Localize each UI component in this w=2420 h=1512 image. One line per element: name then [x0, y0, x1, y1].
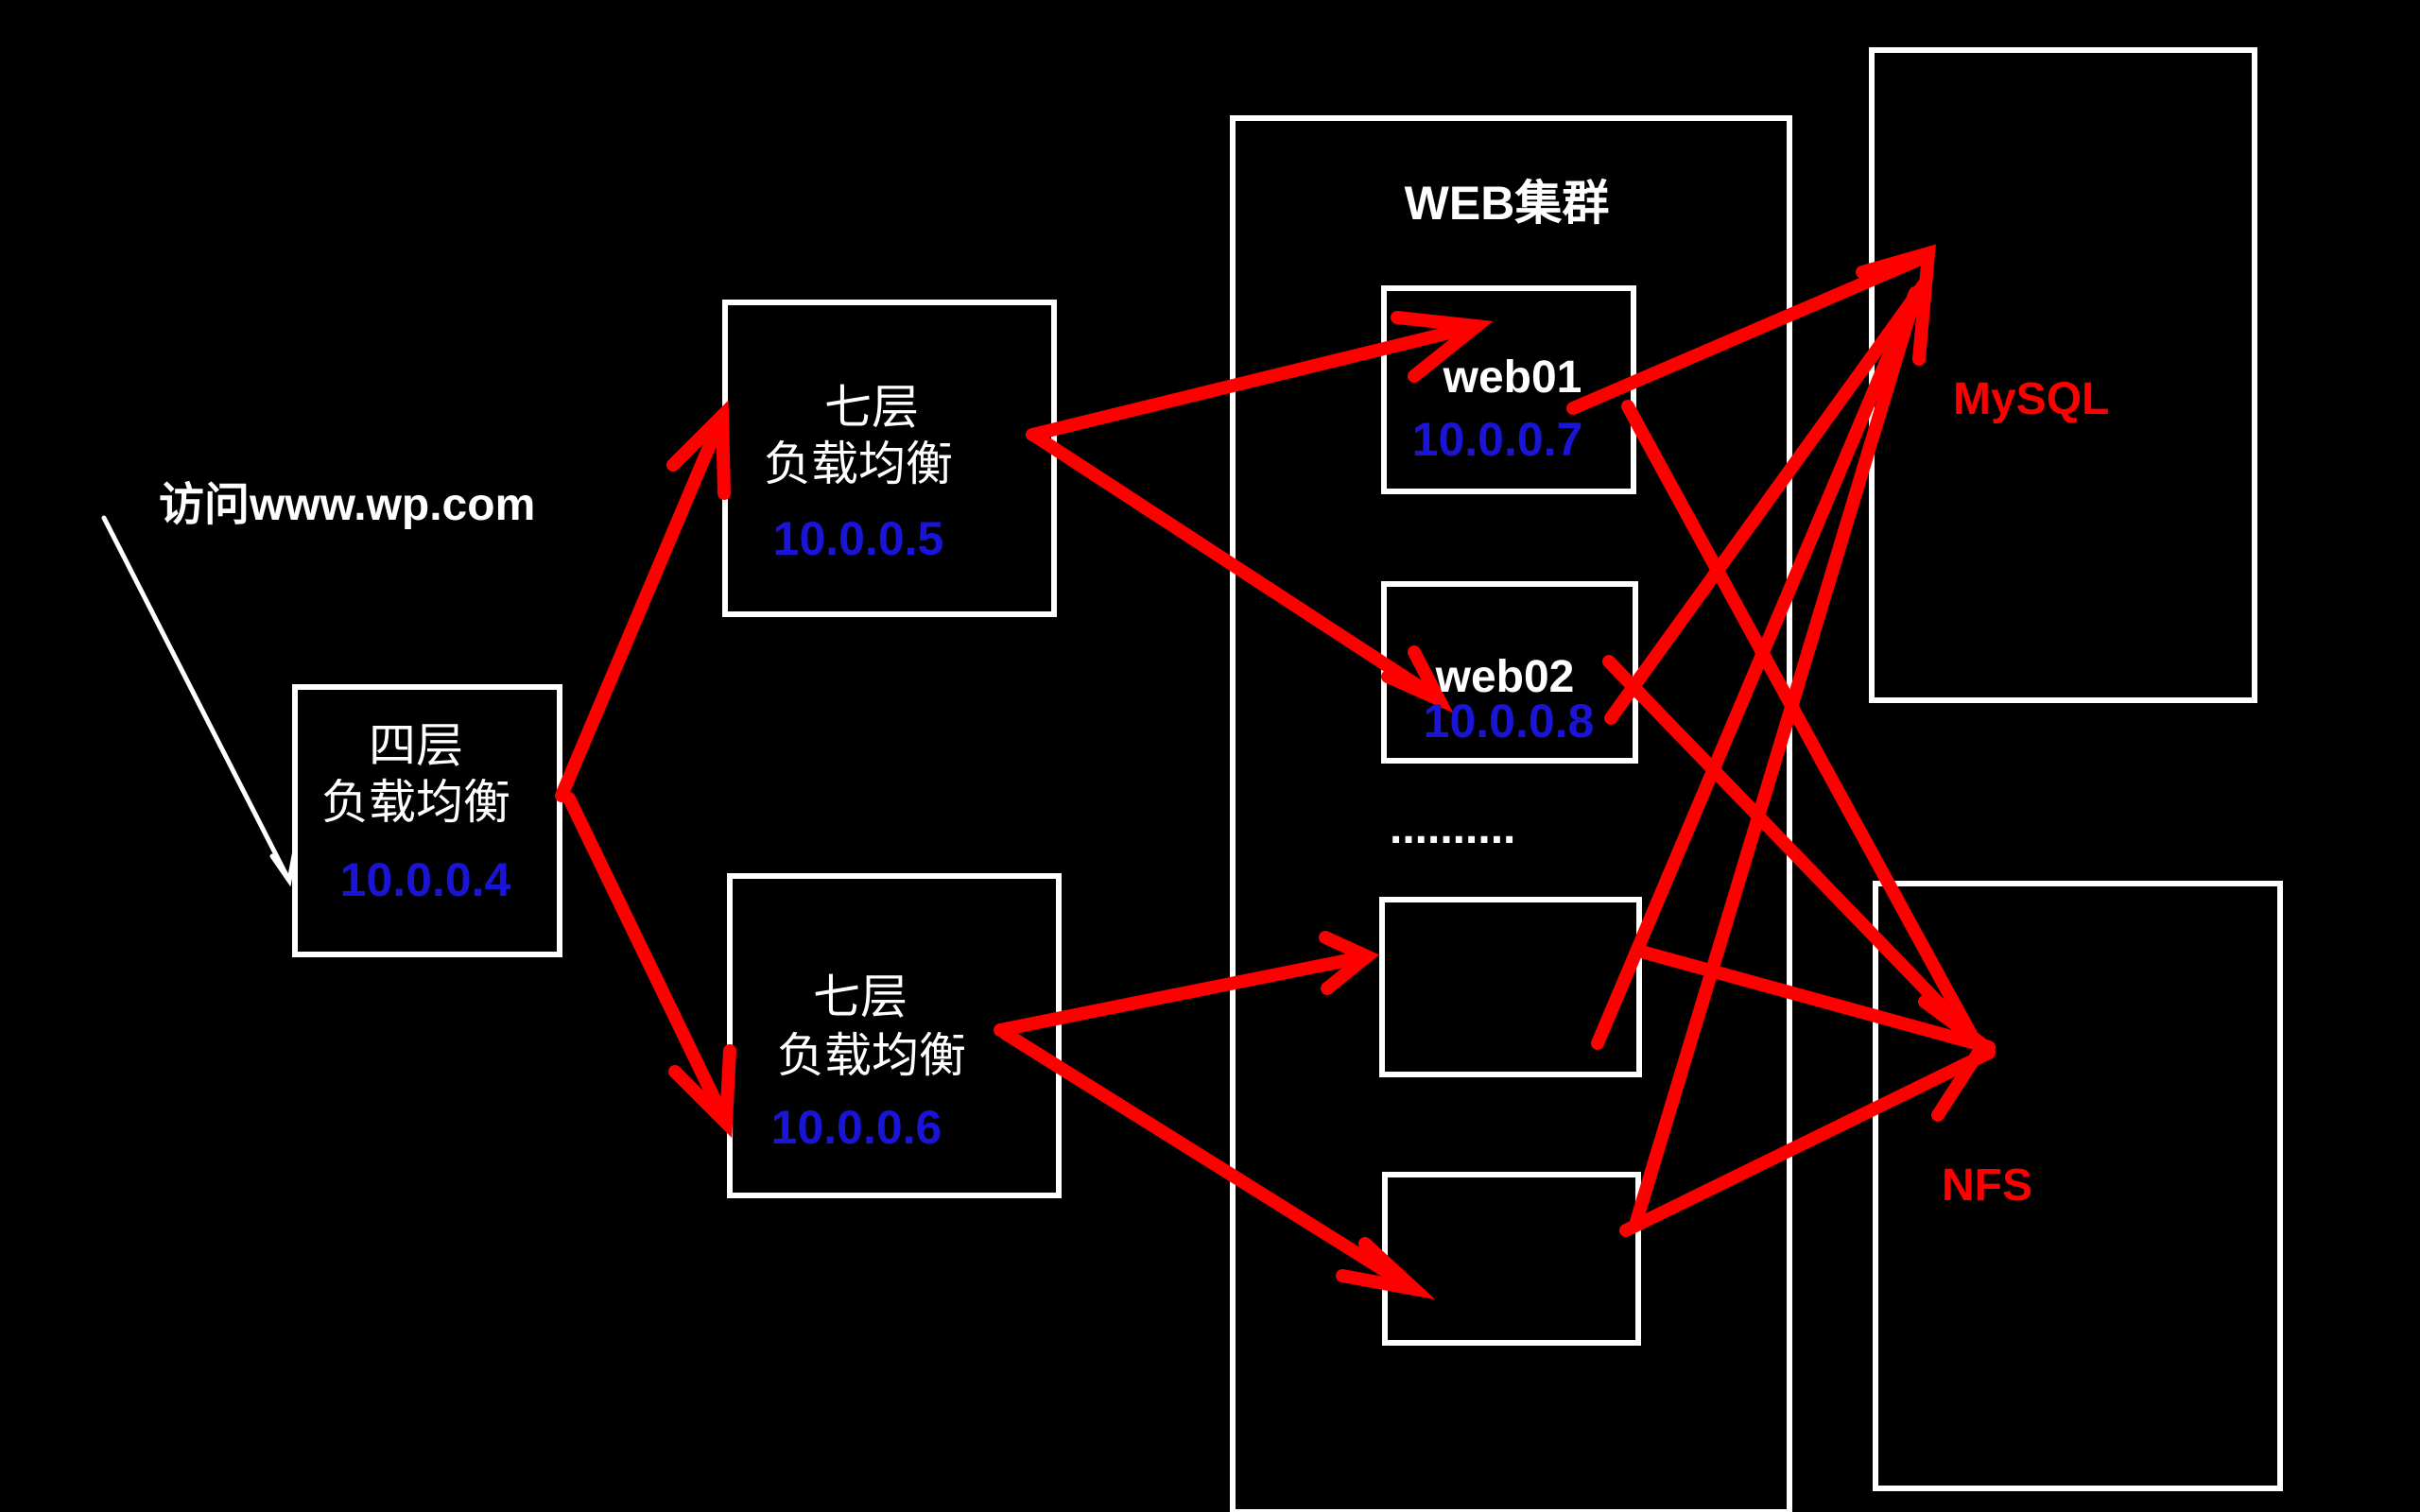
web-cluster-title: WEB集群: [1405, 177, 1610, 230]
l7b-title-line2: 负载均衡: [777, 1028, 966, 1083]
web01-name: web01: [1443, 352, 1582, 403]
web-cluster-box: [1230, 115, 1792, 1512]
l4-ip: 10.0.0.4: [340, 853, 511, 906]
l7b-ip: 10.0.0.6: [771, 1101, 942, 1154]
red-arrows: [555, 244, 1996, 1300]
arrow-web01-to-nfs: [1621, 400, 1980, 1046]
mysql-arrowhead: [1856, 244, 1936, 366]
web01-ip: 10.0.0.7: [1412, 413, 1583, 466]
web04-box: [1382, 1172, 1641, 1346]
l4-title-line1: 四层: [369, 718, 463, 773]
arrow-l7a-to-web02: [1029, 430, 1454, 713]
arrow-web04-to-mysql: [1629, 296, 1920, 1231]
arrow-l7b-to-web04: [999, 1027, 1436, 1300]
arrow-web02-to-nfs: [1602, 655, 1982, 1048]
web01-box: [1381, 285, 1636, 494]
arrow-l7b-to-web03: [994, 931, 1380, 1037]
arrow-web03-to-nfs: [1638, 946, 1996, 1054]
nfs-box: [1873, 881, 2283, 1491]
arrow-web03-to-mysql: [1591, 286, 1922, 1050]
arrow-web04-to-nfs: [1619, 1046, 1996, 1237]
web02-ip: 10.0.0.8: [1424, 695, 1595, 747]
mysql-box: [1869, 47, 2257, 703]
arrow-l7a-to-web01: [1026, 311, 1494, 441]
arrow-web01-to-mysql: [1566, 250, 1931, 415]
nfs-arrowhead: [1918, 995, 1993, 1122]
arrow-l4-to-l7b: [562, 792, 736, 1139]
l7a-title-line2: 负载均衡: [764, 437, 953, 491]
mysql-label: MySQL: [1953, 374, 2109, 424]
arrow-web02-to-mysql: [1604, 277, 1931, 725]
l4-load-balancer-box: [292, 684, 562, 957]
arrow-l4-to-l7a: [555, 400, 731, 802]
nfs-label: NFS: [1942, 1160, 2032, 1211]
l7a-ip: 10.0.0.5: [773, 512, 944, 565]
l4-title-line2: 负载均衡: [321, 775, 510, 830]
web-ellipsis: ..........: [1390, 803, 1515, 853]
web03-box: [1379, 897, 1642, 1077]
access-arrow: [101, 515, 298, 887]
l7-load-balancer-b-box: [727, 873, 1062, 1198]
l7a-title-line1: 七层: [824, 380, 919, 435]
l7b-title-line1: 七层: [813, 970, 908, 1024]
access-label: 访问www.wp.com: [159, 480, 535, 530]
web02-name: web02: [1435, 652, 1575, 702]
